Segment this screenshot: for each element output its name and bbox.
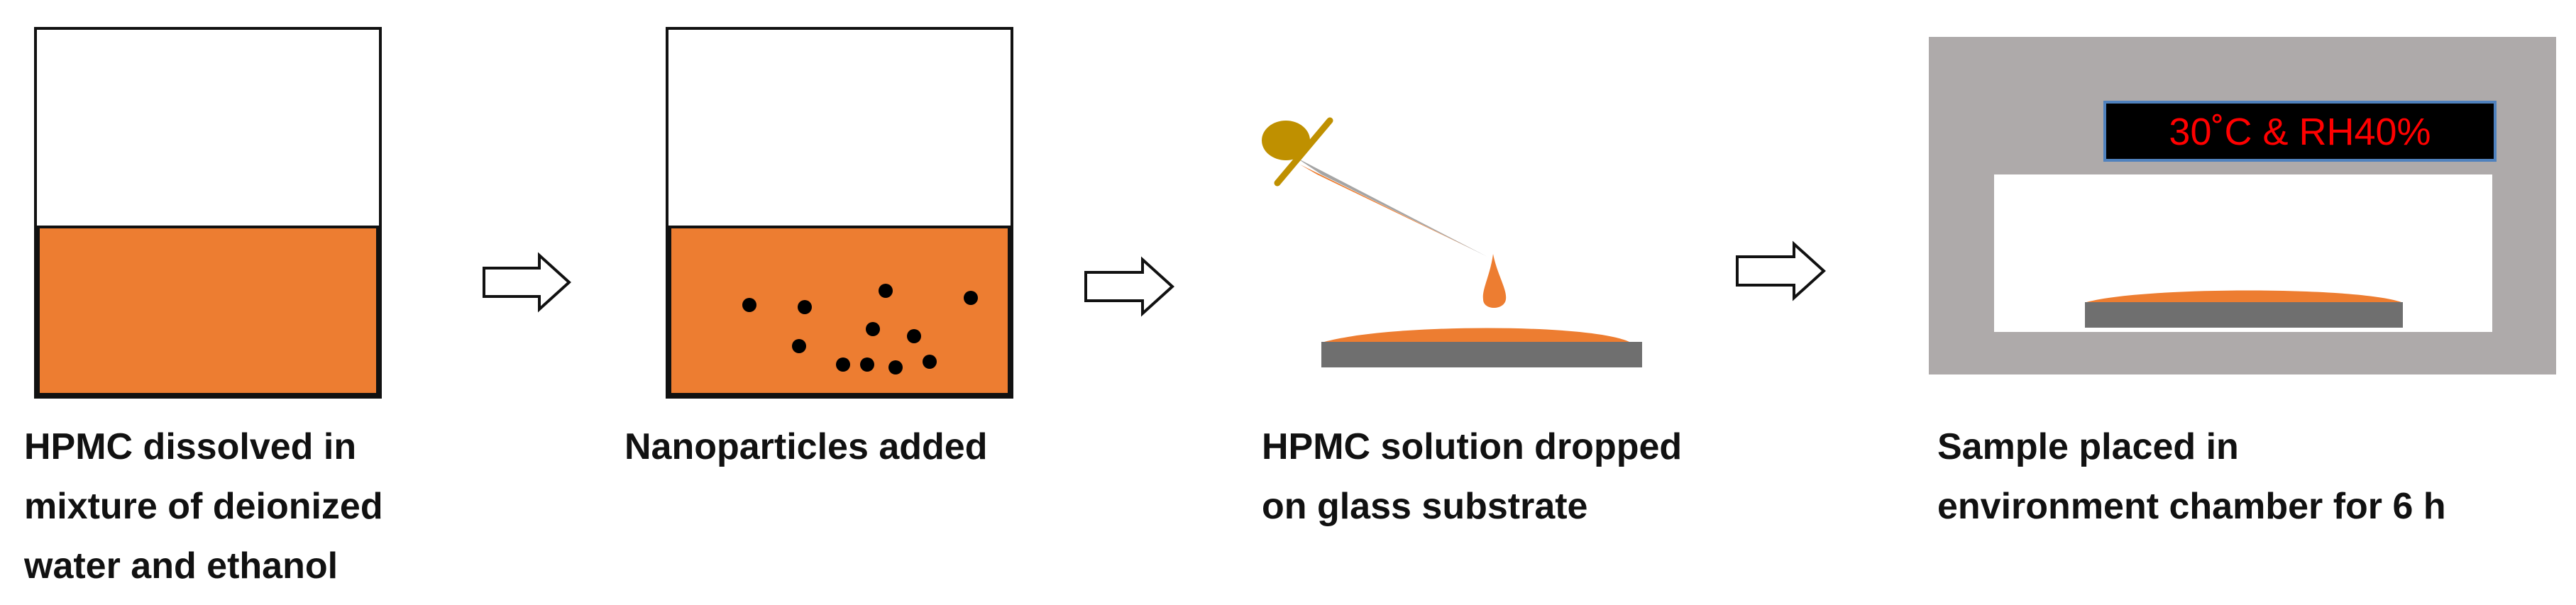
nanoparticle xyxy=(964,291,978,305)
glass-substrate xyxy=(1321,342,1642,367)
caption-line: HPMC solution dropped xyxy=(1262,426,1683,467)
chamber-glass-substrate xyxy=(2085,302,2403,328)
step-3-drop xyxy=(1262,117,1642,367)
caption-line: mixture of deionized xyxy=(24,486,383,527)
chamber-sample-film xyxy=(2086,290,2401,302)
step-1-caption: HPMC dissolved in mixture of deionized w… xyxy=(24,417,383,596)
nanoparticle xyxy=(798,300,812,314)
chamber-display-text: 30˚C & RH40% xyxy=(2169,111,2431,153)
process-arrow-1 xyxy=(483,252,571,313)
pipette-tube xyxy=(1296,157,1487,257)
caption-line: Nanoparticles added xyxy=(624,426,988,467)
nanoparticles xyxy=(742,284,978,374)
nanoparticle xyxy=(742,298,756,312)
nanoparticle xyxy=(860,357,874,372)
caption-line: HPMC dissolved in xyxy=(24,426,357,467)
process-arrow-2 xyxy=(1084,256,1174,317)
droplet-icon xyxy=(1482,254,1507,308)
nanoparticle xyxy=(907,329,921,343)
chamber-display-panel xyxy=(2103,101,2497,162)
pipette-solution xyxy=(1300,165,1476,251)
nanoparticle xyxy=(879,284,893,298)
process-arrow-3 xyxy=(1736,240,1826,301)
caption-line: environment chamber for 6 h xyxy=(1937,486,2446,527)
caption-line: on glass substrate xyxy=(1262,486,1588,527)
pipette-collar xyxy=(1274,117,1333,187)
solution-film xyxy=(1324,328,1629,342)
step-4-chamber: 30˚C & RH40% xyxy=(1929,37,2556,374)
hollow-right-arrow-icon xyxy=(1084,256,1174,317)
step-2-beaker xyxy=(666,27,1013,399)
nanoparticle xyxy=(888,360,903,374)
step-1-beaker xyxy=(34,27,382,399)
step-2-caption: Nanoparticles added xyxy=(624,417,987,477)
caption-line: Sample placed in xyxy=(1937,426,2239,467)
pipette-bulb-icon xyxy=(1262,121,1310,160)
hollow-right-arrow-icon xyxy=(1736,240,1826,301)
nanoparticle xyxy=(866,322,880,336)
hollow-right-arrow-icon xyxy=(483,252,571,313)
nanoparticle xyxy=(836,357,850,372)
caption-line: water and ethanol xyxy=(24,545,338,587)
beaker-1-solution xyxy=(37,226,379,396)
step-3-caption: HPMC solution dropped on glass substrate xyxy=(1262,417,1682,536)
nanoparticle xyxy=(923,355,937,369)
nanoparticle xyxy=(792,339,806,353)
step-4-caption: Sample placed in environment chamber for… xyxy=(1937,417,2446,536)
